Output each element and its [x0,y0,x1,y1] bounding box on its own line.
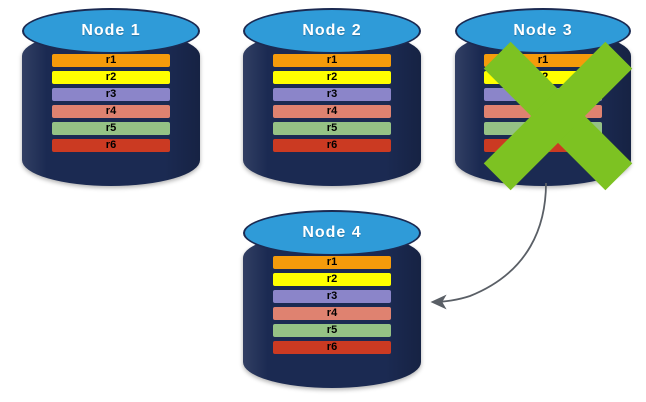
row-bar-r4[interactable]: r4 [52,105,170,118]
row-bar-r3[interactable]: r3 [52,88,170,101]
node-2-row-list: r1 r2 r3 r4 r5 r6 [243,54,421,156]
row-bar-r4[interactable]: r4 [273,307,391,320]
row-bar-r6[interactable]: r6 [273,139,391,152]
row-bar-r3[interactable]: r3 [273,88,391,101]
row-bar-r3[interactable]: r3 [484,88,602,101]
row-bar-r4[interactable]: r4 [273,105,391,118]
row-bar-r1[interactable]: r1 [273,54,391,67]
row-bar-r5[interactable]: r5 [484,122,602,135]
row-bar-r2[interactable]: r2 [273,71,391,84]
node-3-row-list: r1 r2 r3 r4 r5 r6 [455,54,631,156]
row-bar-r4[interactable]: r4 [484,105,602,118]
row-bar-r5[interactable]: r5 [273,122,391,135]
row-bar-r1[interactable]: r1 [273,256,391,269]
node-4[interactable]: Node 4 r1 r2 r3 r4 r5 r6 [243,210,421,388]
row-bar-r1[interactable]: r1 [52,54,170,67]
node-4-cylinder-top [243,210,421,256]
row-bar-r3[interactable]: r3 [273,290,391,303]
node-3[interactable]: Node 3 r1 r2 r3 r4 r5 r6 [455,8,631,186]
row-bar-r6[interactable]: r6 [52,139,170,152]
row-bar-r1[interactable]: r1 [484,54,602,67]
row-bar-r5[interactable]: r5 [52,122,170,135]
row-bar-r2[interactable]: r2 [273,273,391,286]
node-1[interactable]: Node 1 r1 r2 r3 r4 r5 r6 [22,8,200,186]
node-1-row-list: r1 r2 r3 r4 r5 r6 [22,54,200,156]
row-bar-r6[interactable]: r6 [273,341,391,354]
node-2-cylinder-top [243,8,421,54]
node-3-cylinder-top [455,8,631,54]
arrow-node3-to-node4 [430,182,547,310]
node-4-row-list: r1 r2 r3 r4 r5 r6 [243,256,421,358]
row-bar-r5[interactable]: r5 [273,324,391,337]
node-2[interactable]: Node 2 r1 r2 r3 r4 r5 r6 [243,8,421,186]
row-bar-r6[interactable]: r6 [484,139,602,152]
node-1-cylinder-top [22,8,200,54]
row-bar-r2[interactable]: r2 [484,71,602,84]
row-bar-r2[interactable]: r2 [52,71,170,84]
